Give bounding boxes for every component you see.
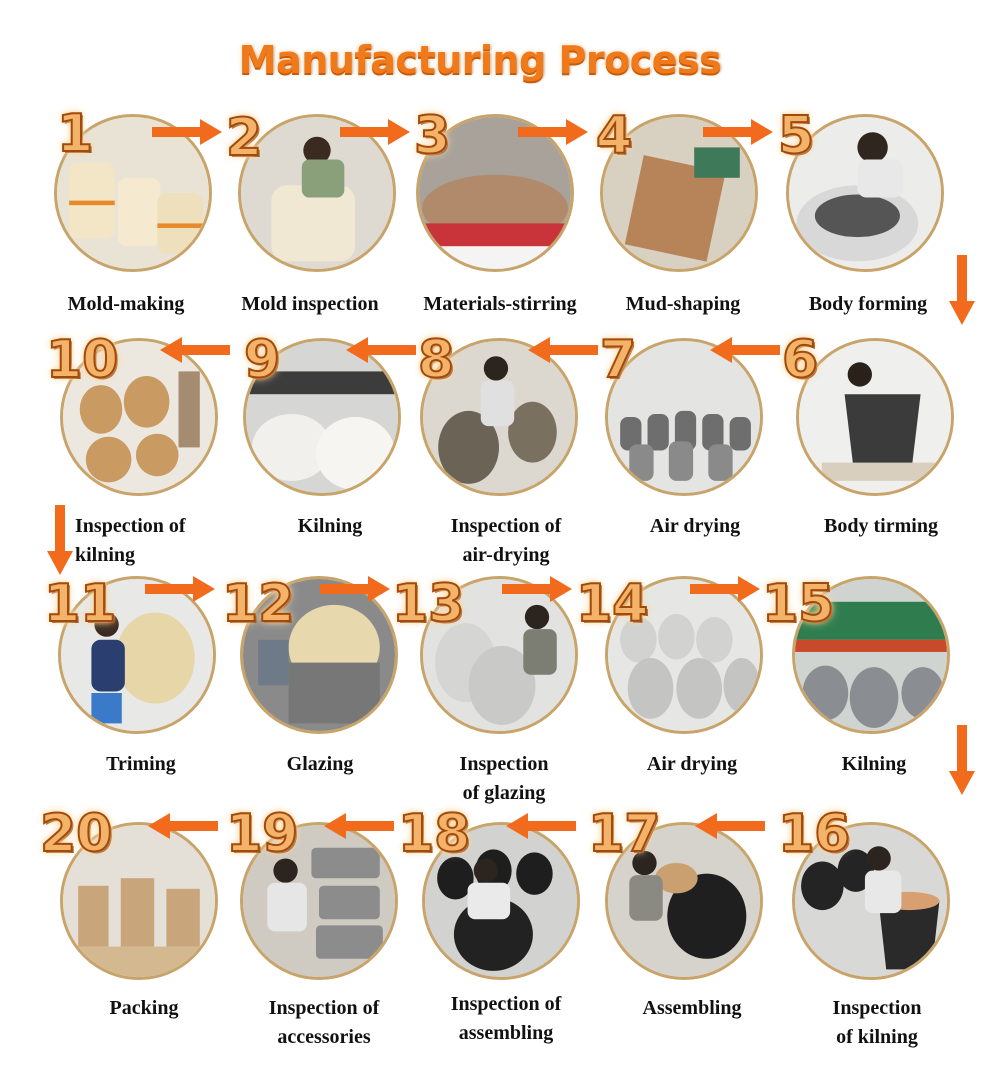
step-number-5: 5: [777, 106, 815, 166]
step-number-7: 7: [599, 330, 637, 390]
step-number-16: 16: [777, 804, 851, 864]
step-number-11: 11: [43, 574, 117, 634]
step-label-3: Materials-stirring: [423, 293, 577, 315]
step-photo-13: [420, 576, 578, 734]
arrow-left-icon: [148, 812, 218, 840]
step-label-20: Packing: [109, 997, 179, 1019]
step-photo-2: [238, 114, 396, 272]
arrow-left-icon: [506, 812, 576, 840]
step-number-8: 8: [417, 330, 455, 390]
step-number-20: 20: [39, 804, 113, 864]
arrow-down-icon: [46, 505, 74, 575]
step-label-15: Kilning: [841, 753, 907, 775]
step-photo-6: [796, 338, 954, 496]
step-photo-19: [240, 822, 398, 980]
step-photo-11: [58, 576, 216, 734]
step-photo-3: [416, 114, 574, 272]
arrow-right-icon: [703, 118, 773, 146]
step-number-17: 17: [587, 804, 661, 864]
step-number-10: 10: [45, 330, 119, 390]
step-label-5: Body forming: [808, 293, 928, 315]
step-label-9: Kilning: [297, 515, 363, 537]
step-label-1: Mold-making: [67, 293, 185, 315]
step-number-13: 13: [391, 574, 465, 634]
step-number-4: 4: [595, 106, 633, 166]
arrow-right-icon: [690, 575, 760, 603]
step-label-14: Air drying: [646, 753, 738, 775]
step-number-3: 3: [413, 106, 451, 166]
step-photo-7: [605, 338, 763, 496]
step-number-6: 6: [781, 330, 819, 390]
step-number-18: 18: [397, 804, 471, 864]
arrow-right-icon: [320, 575, 390, 603]
step-number-9: 9: [243, 330, 281, 390]
arrow-right-icon: [518, 118, 588, 146]
step-label-12: Glazing: [286, 753, 354, 775]
step-photo-4: [600, 114, 758, 272]
step-photo-8: [420, 338, 578, 496]
step-label-6: Body tirming: [824, 515, 938, 537]
step-number-15: 15: [761, 574, 835, 634]
step-photo-16: [792, 822, 950, 980]
arrow-right-icon: [340, 118, 410, 146]
step-photo-20: [60, 822, 218, 980]
arrow-left-icon: [324, 812, 394, 840]
step-label-7: Air drying: [649, 515, 741, 537]
step-photo-10: [60, 338, 218, 496]
step-number-19: 19: [225, 804, 299, 864]
step-photo-12: [240, 576, 398, 734]
arrow-left-icon: [160, 336, 230, 364]
step-label-2: Mold inspection: [241, 293, 379, 315]
arrow-left-icon: [528, 336, 598, 364]
step-label-4: Mud-shaping: [625, 293, 741, 315]
step-photo-1: [54, 114, 212, 272]
arrow-left-icon: [346, 336, 416, 364]
step-number-14: 14: [575, 574, 649, 634]
arrow-left-icon: [710, 336, 780, 364]
step-number-12: 12: [221, 574, 295, 634]
step-photo-9: [243, 338, 401, 496]
step-label-11: Triming: [106, 753, 176, 775]
page-title: Manufacturing Process: [238, 38, 722, 82]
arrow-right-icon: [145, 575, 215, 603]
arrow-right-icon: [152, 118, 222, 146]
arrow-left-icon: [695, 812, 765, 840]
step-number-2: 2: [225, 108, 263, 168]
step-photo-18: [422, 822, 580, 980]
arrow-down-icon: [948, 255, 976, 325]
step-photo-5: [786, 114, 944, 272]
step-photo-17: [605, 822, 763, 980]
arrow-right-icon: [502, 575, 572, 603]
step-photo-14: [605, 576, 763, 734]
step-label-17: Assembling: [642, 997, 742, 1019]
step-photo-15: [792, 576, 950, 734]
arrow-down-icon: [948, 725, 976, 795]
step-number-1: 1: [56, 104, 94, 164]
